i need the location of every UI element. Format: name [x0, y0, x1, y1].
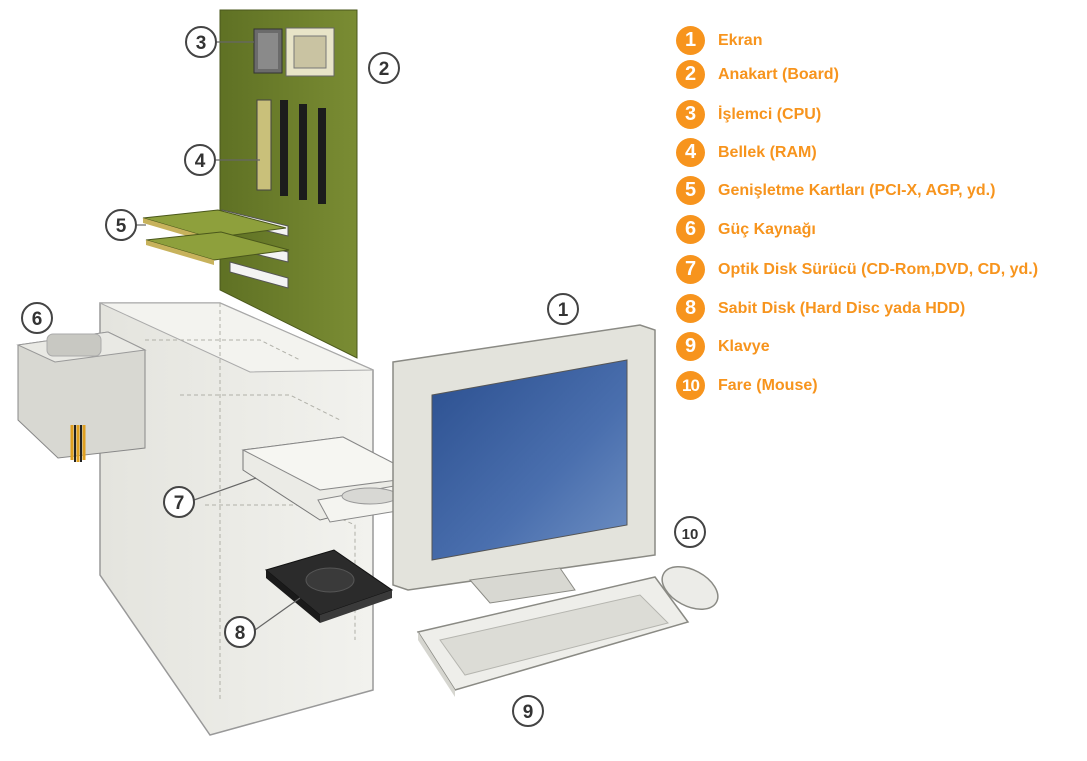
- legend-label-3: İşlemci (CPU): [718, 105, 822, 123]
- svg-text:2: 2: [379, 59, 390, 80]
- legend-label-7: Optik Disk Sürücü (CD-Rom,DVD, CD, yd.): [718, 260, 1039, 278]
- cpu-chip: [253, 28, 283, 74]
- legend-item-9: 9 Klavye: [676, 332, 770, 361]
- svg-text:6: 6: [32, 309, 43, 330]
- legend-label-6: Güç Kaynağı: [718, 220, 816, 238]
- legend-number-10: 10: [676, 371, 705, 400]
- legend-number-8: 8: [676, 294, 705, 323]
- callout-9: 9: [512, 695, 544, 727]
- legend-number-5: 5: [676, 176, 705, 205]
- mouse: [661, 566, 719, 610]
- legend-number-9: 9: [676, 332, 705, 361]
- callout-8: 8: [224, 616, 256, 648]
- legend-label-9: Klavye: [718, 337, 770, 355]
- callout-5: 5: [105, 209, 137, 241]
- legend-number-4: 4: [676, 138, 705, 167]
- legend-number-3: 3: [676, 100, 705, 129]
- svg-text:4: 4: [195, 151, 206, 172]
- svg-text:3: 3: [196, 33, 207, 54]
- legend-item-6: 6 Güç Kaynağı: [676, 215, 816, 244]
- leader-lines: [136, 41, 301, 631]
- legend-number-6: 6: [676, 215, 705, 244]
- legend-item-2: 2 Anakart (Board): [676, 60, 839, 89]
- legend-item-8: 8 Sabit Disk (Hard Disc yada HDD): [676, 294, 965, 323]
- legend-label-8: Sabit Disk (Hard Disc yada HDD): [718, 299, 966, 317]
- svg-text:8: 8: [235, 623, 246, 644]
- svg-text:7: 7: [174, 493, 185, 514]
- svg-text:1: 1: [558, 300, 569, 321]
- legend-item-1: 1 Ekran: [676, 26, 762, 55]
- callout-4: 4: [184, 144, 216, 176]
- legend-item-4: 4 Bellek (RAM): [676, 138, 817, 167]
- legend-label-10: Fare (Mouse): [718, 376, 818, 394]
- svg-text:5: 5: [116, 216, 127, 237]
- callout-6: 6: [21, 302, 53, 334]
- svg-text:10: 10: [682, 526, 699, 543]
- legend-label-5: Genişletme Kartları (PCI-X, AGP, yd.): [718, 181, 996, 199]
- callout-3: 3: [185, 26, 217, 58]
- motherboard: [219, 9, 358, 359]
- hard-disk: [264, 549, 394, 623]
- svg-text:9: 9: [523, 702, 534, 723]
- legend-label-4: Bellek (RAM): [718, 143, 817, 161]
- power-supply: [16, 331, 147, 462]
- expansion-cards: [142, 209, 290, 265]
- legend-item-7: 7 Optik Disk Sürücü (CD-Rom,DVD, CD, yd.…: [676, 255, 1038, 284]
- legend-number-1: 1: [676, 26, 705, 55]
- legend-item-10: 10 Fare (Mouse): [676, 371, 818, 400]
- legend-item-5: 5 Genişletme Kartları (PCI-X, AGP, yd.): [676, 176, 995, 205]
- computer-case: [99, 302, 374, 736]
- callout-1: 1: [547, 293, 579, 325]
- monitor: [392, 324, 656, 604]
- callout-2: 2: [368, 52, 400, 84]
- legend-number-7: 7: [676, 255, 705, 284]
- legend-label-1: Ekran: [718, 31, 763, 49]
- legend-item-3: 3 İşlemci (CPU): [676, 100, 821, 129]
- legend-number-2: 2: [676, 60, 705, 89]
- callout-10: 10: [674, 516, 706, 548]
- callout-7: 7: [163, 486, 195, 518]
- legend-label-2: Anakart (Board): [718, 65, 839, 83]
- keyboard: [416, 576, 690, 697]
